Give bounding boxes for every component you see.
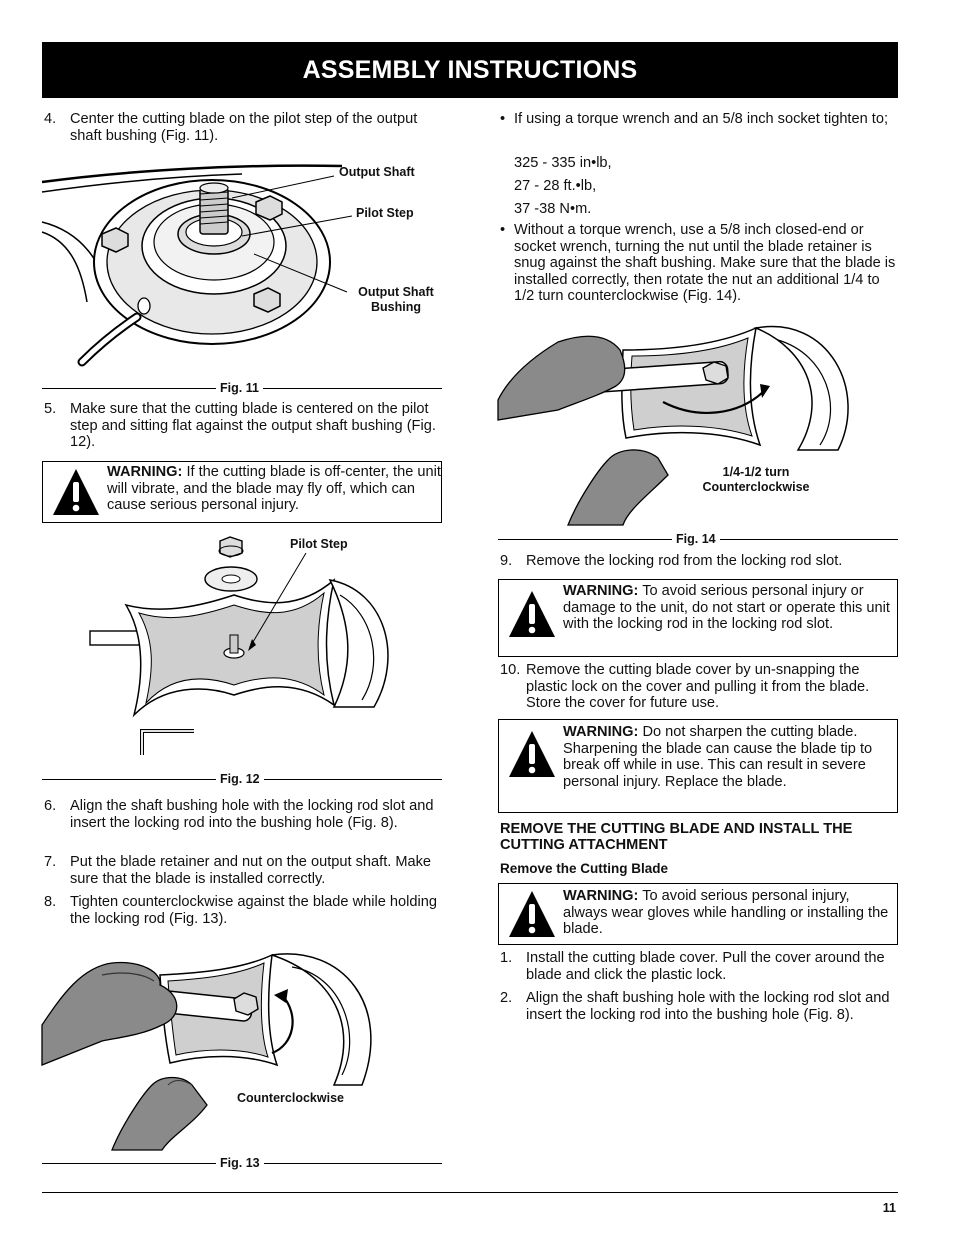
warning-text-1: WARNING: If the cutting blade is off-cen… (107, 464, 441, 514)
torque-value-nm: 37 -38 N•m. (514, 201, 592, 217)
step-text: Tighten counterclockwise against the bla… (70, 894, 437, 927)
bullet-icon: • (500, 222, 506, 238)
warning-body: If the cutting blade is off-center, the … (107, 464, 441, 514)
fig-14-illustration (497, 325, 849, 526)
step-number: 2. (500, 990, 513, 1006)
step-text: Put the blade retainer and nut on the ou… (70, 854, 432, 887)
torque-values: 325 - 335 in•lb, 27 - 28 ft.•lb, 37 -38 … (514, 152, 612, 221)
bullet-text: If using a torque wrench and an 5/8 inch… (514, 111, 889, 127)
warning-body: Do not sharpen the cutting blade. Sharpe… (563, 724, 873, 790)
warning-label: WARNING: (563, 724, 639, 740)
warning-text-4: WARNING: To avoid serious personal injur… (563, 888, 897, 938)
warning-box-2: WARNING: To avoid serious personal injur… (498, 579, 898, 657)
torque-value-ftlb: 27 - 28 ft.•lb, (514, 178, 597, 194)
step-7: 7. Put the blade retainer and nut on the… (44, 854, 444, 887)
fig-14-label-line1: 1/4-1/2 turn (722, 465, 790, 479)
fig-11-caption-text: Fig. 11 (220, 381, 259, 395)
torque-value-inlb: 325 - 335 in•lb, (514, 155, 612, 171)
step-text: Center the cutting blade on the pilot st… (70, 111, 418, 144)
page-number: 11 (882, 1201, 896, 1215)
step-text: Make sure that the cutting blade is cent… (70, 401, 436, 451)
fig-13-caption-text: Fig. 13 (220, 1156, 260, 1170)
step-5: 5. Make sure that the cutting blade is c… (44, 401, 444, 451)
fig-12-caption-text: Fig. 12 (220, 772, 260, 786)
step-number: 4. (44, 111, 57, 127)
page-title: ASSEMBLY INSTRUCTIONS (42, 42, 898, 98)
warning-icon (509, 891, 555, 937)
fig-11-label-bushing-line2: Bushing (371, 300, 421, 314)
fig-11-label-pilot-step: Pilot Step (356, 206, 414, 220)
step-text: Align the shaft bushing hole with the lo… (70, 798, 434, 831)
step-number: 1. (500, 950, 513, 966)
fig-13-label: Counterclockwise (237, 1091, 344, 1105)
step-text: Remove the cutting blade cover by un-sna… (526, 662, 870, 712)
fig-11-label-output-shaft: Output Shaft (339, 165, 415, 179)
warning-icon (509, 591, 555, 637)
bullet-torque-wrench: • If using a torque wrench and an 5/8 in… (500, 111, 898, 128)
warning-icon (53, 469, 99, 515)
step-6: 6. Align the shaft bushing hole with the… (44, 798, 444, 831)
fig-12-label-pilot-step: Pilot Step (290, 537, 348, 551)
step-text: Align the shaft bushing hole with the lo… (526, 990, 890, 1023)
step-number: 9. (500, 553, 513, 569)
step-8: 8. Tighten counterclockwise against the … (44, 894, 444, 927)
warning-label: WARNING: (563, 888, 639, 904)
step-number: 7. (44, 854, 57, 870)
section-heading: REMOVE THE CUTTING BLADE AND INSTALL THE… (500, 821, 853, 853)
fig-14-label-line2: Counterclockwise (702, 480, 810, 494)
step-10: 10. Remove the cutting blade cover by un… (500, 662, 898, 712)
fig-11-label-bushing: Output Shaft Bushing (346, 285, 446, 315)
warning-icon (509, 731, 555, 777)
subsection-heading: Remove the Cutting Blade (500, 861, 669, 876)
fig-12-illustration (89, 536, 389, 755)
warning-text-2: WARNING: To avoid serious personal injur… (563, 583, 897, 633)
fig-13-caption: Fig. 13 (42, 1155, 442, 1172)
bullet-icon: • (500, 111, 506, 127)
warning-box-3: WARNING: Do not sharpen the cutting blad… (498, 719, 898, 813)
fig-14-caption: Fig. 14 (498, 531, 898, 548)
fig-11-label-bushing-line1: Output Shaft (358, 285, 434, 299)
warning-box-1: WARNING: If the cutting blade is off-cen… (42, 461, 442, 523)
step-9: 9. Remove the locking rod from the locki… (500, 553, 898, 570)
footer-rule (42, 1192, 898, 1193)
step-4: 4. Center the cutting blade on the pilot… (44, 111, 444, 144)
fig-14-caption-text: Fig. 14 (676, 532, 716, 546)
fig-11-illustration (41, 164, 353, 367)
fig-11-caption: Fig. 11 (42, 380, 442, 397)
step-number: 6. (44, 798, 57, 814)
warning-text-3: WARNING: Do not sharpen the cutting blad… (563, 724, 897, 790)
warning-label: WARNING: (563, 583, 639, 599)
remove-step-1: 1. Install the cutting blade cover. Pull… (500, 950, 898, 983)
fig-13-illustration (41, 953, 372, 1151)
step-text: Install the cutting blade cover. Pull th… (526, 950, 885, 983)
warning-box-4: WARNING: To avoid serious personal injur… (498, 883, 898, 945)
step-number: 8. (44, 894, 57, 910)
bullet-text: Without a torque wrench, use a 5/8 inch … (514, 222, 896, 305)
bullet-no-torque-wrench: • Without a torque wrench, use a 5/8 inc… (500, 222, 898, 305)
warning-body: To avoid serious personal injury or dama… (563, 583, 890, 633)
fig-14-label: 1/4-1/2 turn Counterclockwise (696, 465, 816, 495)
remove-step-2: 2. Align the shaft bushing hole with the… (500, 990, 898, 1023)
step-number: 10. (500, 662, 521, 678)
warning-body: To avoid serious personal injury, always… (563, 888, 889, 938)
warning-label: WARNING: (107, 464, 183, 480)
step-text: Remove the locking rod from the locking … (526, 553, 843, 569)
step-number: 5. (44, 401, 57, 417)
fig-12-caption: Fig. 12 (42, 771, 442, 788)
